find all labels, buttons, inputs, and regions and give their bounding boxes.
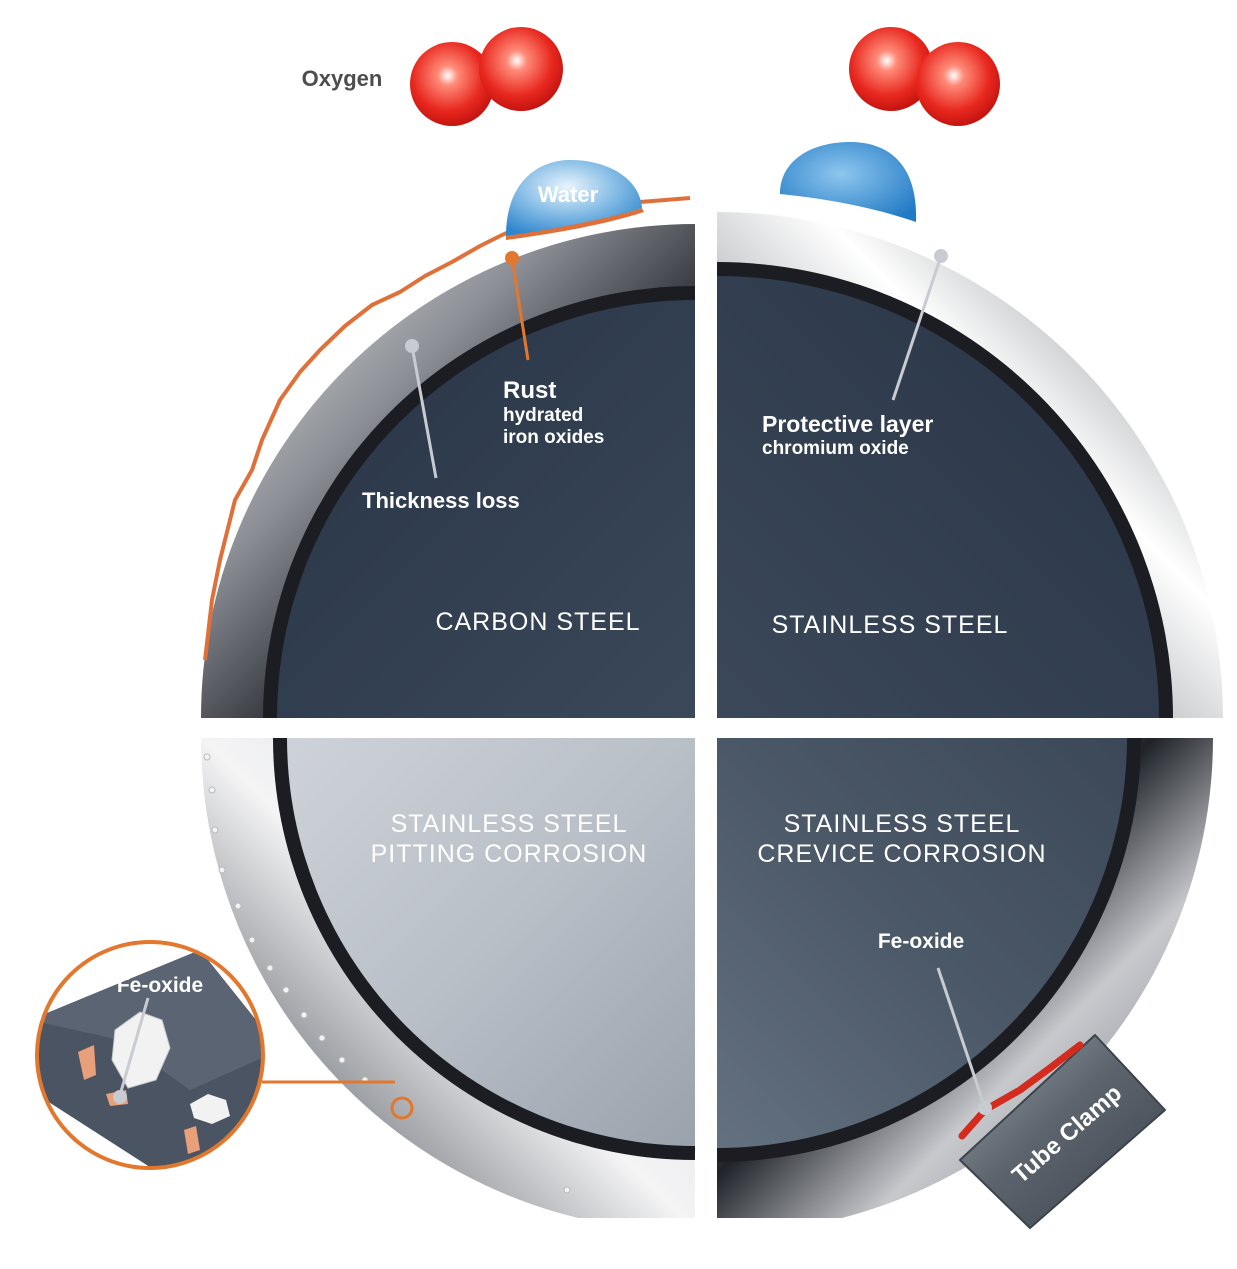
carbon-steel-title: CARBON STEEL (435, 608, 640, 636)
tube-clamp (958, 1034, 1166, 1229)
quadrant-pitting-corrosion (201, 738, 695, 1218)
pitting-title-line1: STAINLESS STEEL (391, 810, 628, 838)
fe-oxide-crevice-label: Fe-oxide (878, 930, 964, 953)
thickness-loss-leader (405, 339, 438, 479)
quadrant-carbon-steel (201, 224, 695, 718)
quadrant-stainless-steel (717, 212, 1223, 718)
quadrant-crevice-corrosion (717, 738, 1213, 1218)
rust-title: Rust (503, 377, 556, 404)
water-droplet-right (780, 142, 917, 222)
water-droplet-left (506, 160, 644, 240)
stainless-steel-title: STAINLESS STEEL (772, 611, 1009, 639)
protective-layer-leader (891, 249, 948, 401)
fe-oxide-inset-label: Fe-oxide (117, 974, 203, 997)
rust-subtitle-2: iron oxides (503, 427, 604, 448)
protective-layer-title: Protective layer (762, 411, 933, 437)
oxygen-molecule-left (410, 27, 563, 126)
pitting-spots (203, 753, 571, 1194)
rust-leader (505, 251, 530, 361)
oxygen-label: Oxygen (302, 66, 383, 91)
crevice-title-line2: CREVICE CORROSION (757, 840, 1046, 868)
water-label: Water (538, 182, 599, 207)
thickness-loss-label: Thickness loss (362, 488, 520, 513)
pitting-zoom-inset (35, 940, 265, 1170)
crevice-title-line1: STAINLESS STEEL (784, 810, 1021, 838)
oxygen-molecule-right (849, 27, 1000, 126)
fe-oxide-crevice-leader (936, 967, 992, 1115)
pit-marker (390, 1096, 414, 1120)
pitting-title-line2: PITTING CORROSION (371, 840, 648, 868)
protective-layer-subtitle: chromium oxide (762, 438, 909, 459)
rust-subtitle-1: hydrated (503, 405, 583, 426)
